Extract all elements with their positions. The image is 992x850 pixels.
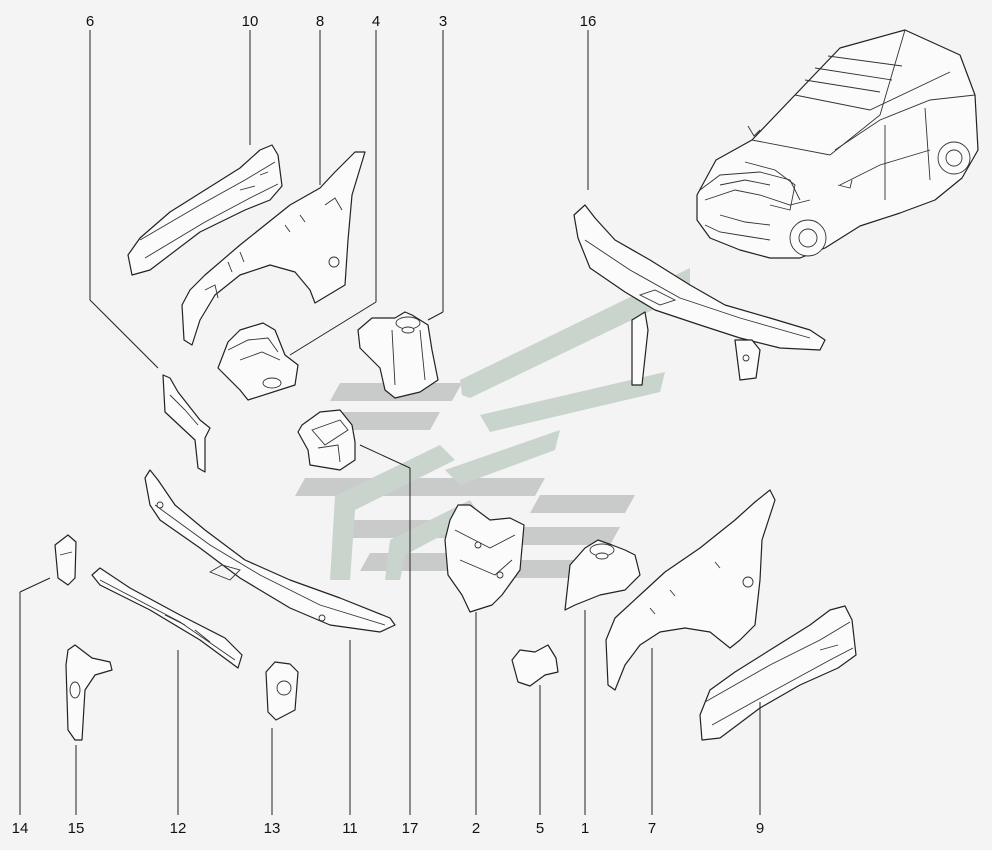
leader-lines: [19, 30, 761, 815]
part-2-engine-mount-bracket: [444, 504, 525, 613]
callout-3: 3: [439, 13, 447, 30]
part-3-strut-tower-left: [357, 311, 439, 399]
part-5-small-reinforcement: [511, 644, 559, 687]
callout-labels: 6 10 8 4 3 16 14 15 12 13 11 17 2 5 1 7 …: [12, 13, 765, 837]
callout-1: 1: [581, 820, 589, 837]
callout-15: 15: [68, 820, 85, 837]
leader-17b: [359, 444, 411, 469]
part-10-inner-wing-upper: [127, 144, 283, 276]
part-17-battery-support: [297, 409, 356, 471]
callout-4: 4: [372, 13, 380, 30]
part-11-lower-radiator-crossmember: [144, 469, 396, 633]
callout-2: 2: [472, 820, 480, 837]
part-1-strut-tower-right: [564, 539, 641, 611]
leader-14b: [19, 577, 51, 593]
part-4-headlamp-bracket: [217, 322, 299, 401]
part-9-inner-wing-right: [699, 605, 857, 741]
callout-11: 11: [342, 820, 358, 837]
leader-3b: [427, 311, 444, 321]
callout-17: 17: [402, 820, 419, 837]
leader-4b: [289, 301, 377, 356]
callout-10: 10: [242, 13, 259, 30]
callout-13: 13: [264, 820, 281, 837]
part-16-upper-radiator-crossmember: [573, 204, 826, 386]
callout-14: 14: [12, 820, 29, 837]
leader-6b: [89, 299, 159, 369]
callout-8: 8: [316, 13, 324, 30]
callout-16: 16: [580, 13, 597, 30]
part-14-small-bracket: [54, 534, 77, 586]
part-12-front-panel-lower-beam: [91, 567, 243, 669]
callout-9: 9: [756, 820, 764, 837]
callout-7: 7: [648, 820, 656, 837]
car-highlighted-front-body-icon: [696, 29, 979, 259]
part-6-front-pillar-bracket: [162, 374, 211, 473]
part-8-front-fender-left: [181, 151, 366, 346]
part-15-vertical-support: [65, 644, 113, 741]
callout-12: 12: [170, 820, 187, 837]
part-7-front-fender-right: [605, 489, 776, 691]
callout-5: 5: [536, 820, 544, 837]
callout-6: 6: [86, 13, 94, 30]
part-13-mounting-plate: [265, 661, 299, 721]
